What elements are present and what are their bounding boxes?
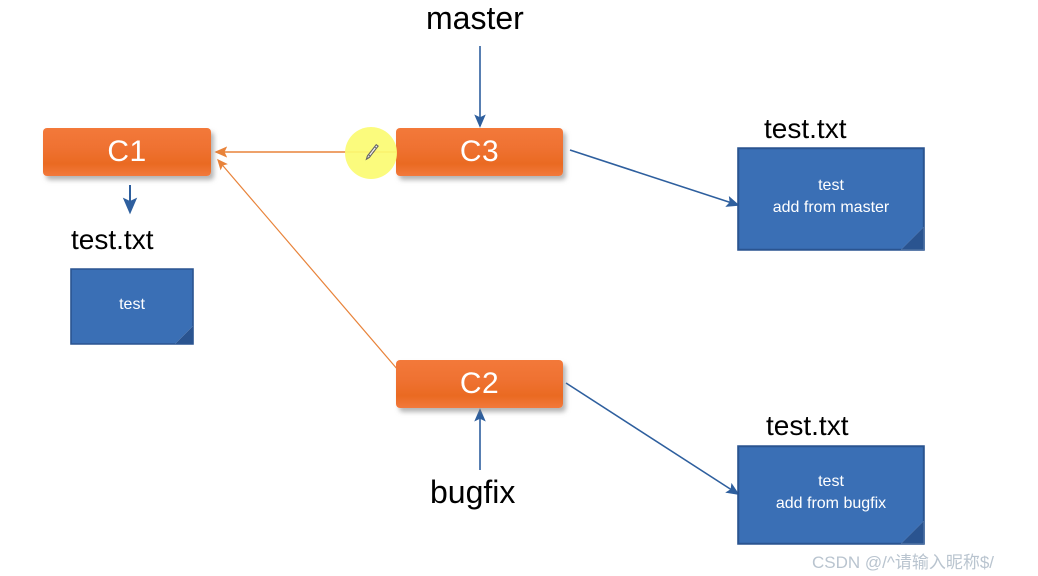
file-label-text: test.txt (766, 410, 849, 441)
edge-c3-to-doc-master (569, 149, 740, 207)
pencil-icon (365, 143, 379, 161)
pen-cursor-highlight (345, 127, 397, 179)
branch-label-text: bugfix (430, 474, 516, 510)
commit-label: C2 (459, 367, 500, 400)
commit-label: C1 (107, 135, 147, 168)
document-node-master[interactable]: test add from master (737, 147, 925, 251)
commit-node-c2[interactable]: C2 (396, 360, 563, 408)
branch-label-bugfix: bugfix (430, 474, 515, 511)
document-node-bugfix[interactable]: test add from bugfix (737, 445, 925, 545)
commit-node-c1[interactable]: C1 (43, 128, 211, 176)
edge-c2-to-c1 (217, 158, 399, 371)
document-shape-icon (737, 445, 925, 545)
document-shape-icon (70, 268, 194, 345)
edge-c2-to-doc-bugfix (565, 382, 740, 496)
branch-label-master: master (426, 0, 524, 37)
file-label-text: test.txt (71, 224, 154, 255)
document-text: test (119, 295, 145, 313)
branch-label-text: master (426, 0, 524, 36)
commit-node-c3[interactable]: C3 (396, 128, 563, 176)
file-label-c1: test.txt (71, 224, 153, 256)
watermark-text: CSDN @/^请输入昵称$/ (812, 553, 995, 572)
file-label-bugfix: test.txt (766, 410, 848, 442)
document-node-c1[interactable]: test (70, 268, 194, 345)
document-text: test add from master (772, 177, 890, 216)
document-shape-icon (737, 147, 925, 251)
document-text: test add from bugfix (775, 473, 887, 512)
file-label-master: test.txt (764, 113, 846, 145)
commit-label: C3 (459, 135, 500, 168)
csdn-watermark: CSDN @/^请输入昵称$/ (812, 548, 994, 573)
file-label-text: test.txt (764, 113, 847, 144)
